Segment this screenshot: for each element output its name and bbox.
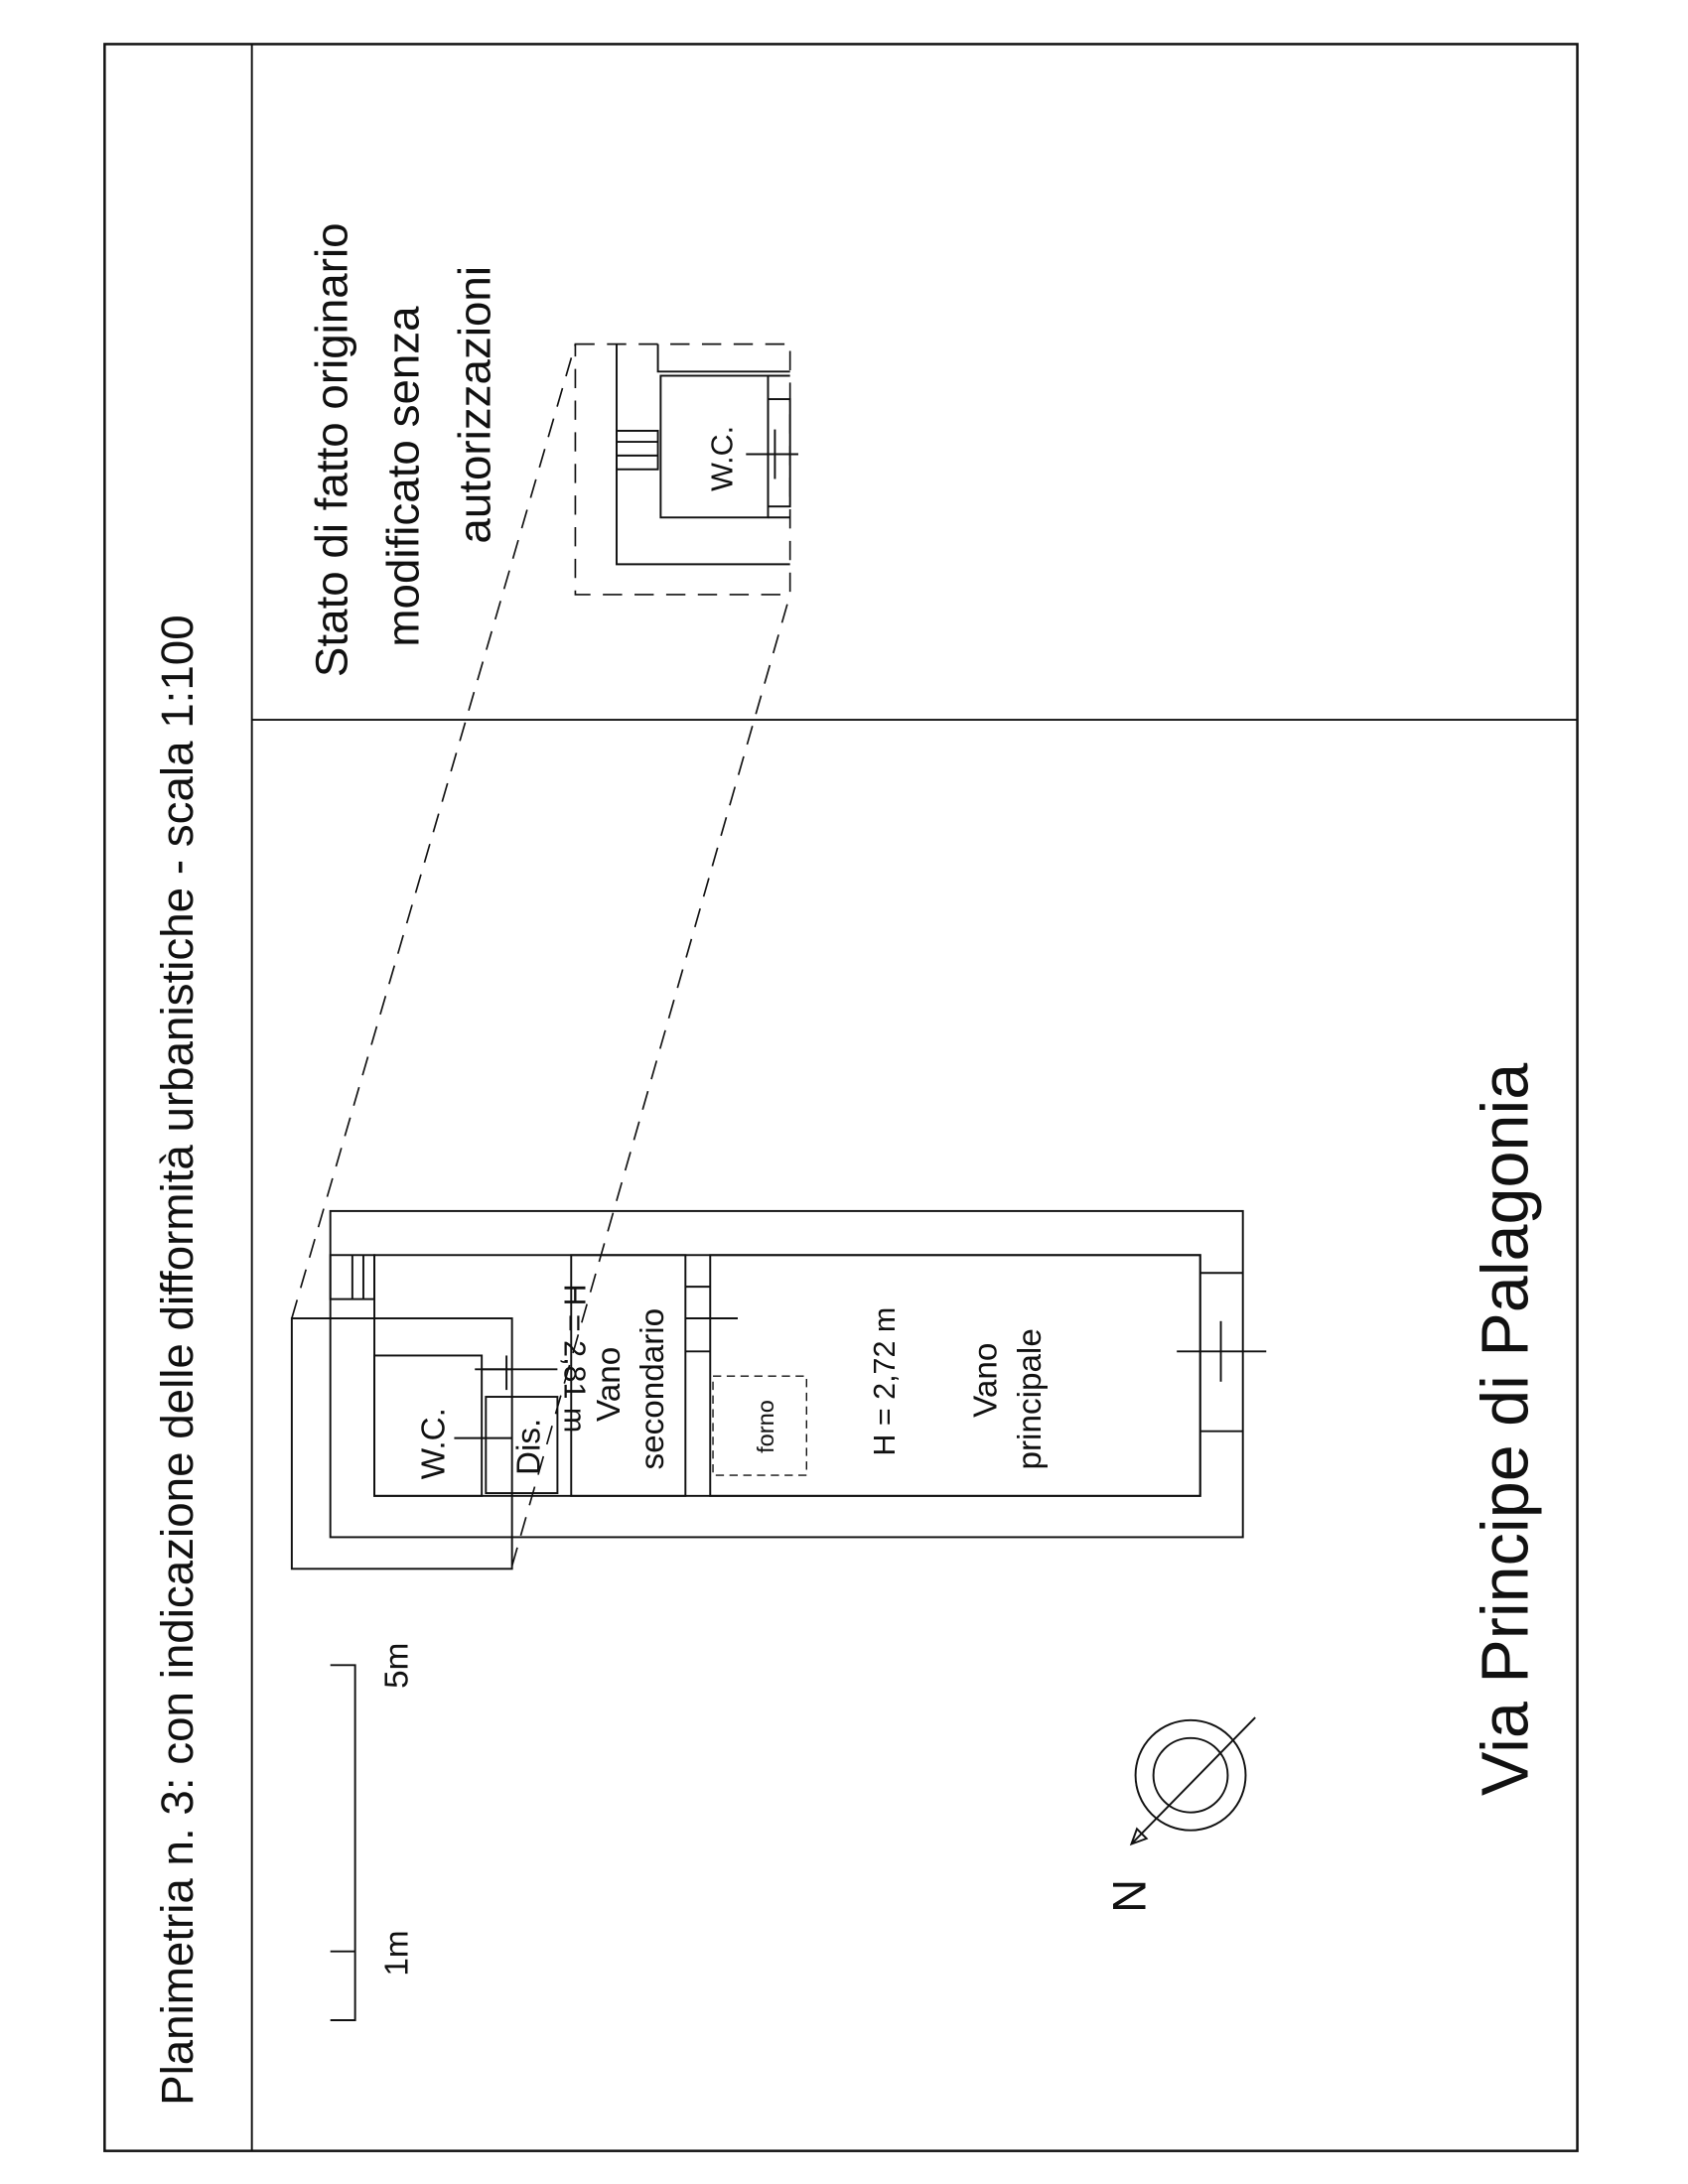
dis-label: Dis. <box>510 1419 547 1475</box>
inset-door-frame <box>767 398 791 508</box>
north-label: N <box>1102 1879 1155 1913</box>
street-name: Via Principe di Palagonia <box>1470 1063 1543 1796</box>
inset-wall-outer <box>616 343 790 566</box>
dis-room <box>485 1396 559 1495</box>
inset-window <box>616 429 659 471</box>
scale-label-5m: 5m <box>378 1643 415 1689</box>
vano-principale-line-2: principale <box>1012 1328 1049 1469</box>
north-outer-circle <box>1134 1718 1247 1832</box>
forno-label: forno <box>753 1400 778 1453</box>
unauthorized-area-hatch <box>290 1317 513 1570</box>
inset-detail: W.C. <box>574 342 798 596</box>
inset-wc-label: W.C. <box>705 426 739 491</box>
vano-principale-room <box>709 1254 1201 1497</box>
drawing-title: Planimetria n. 3: con indicazione delle … <box>152 614 203 2106</box>
note-line-3: autorizzazioni <box>449 266 499 544</box>
vano-secondario-line-2: secondario <box>634 1308 671 1470</box>
scale-bar-line <box>330 1664 356 2021</box>
scale-label-1m: 1m <box>378 1930 415 1976</box>
north-arrow: N <box>1102 1716 1256 1913</box>
vano-principale-line-1: Vano <box>968 1343 1005 1418</box>
inset-dashed-outline <box>574 342 791 596</box>
note-line-1: Stato di fatto originario <box>306 222 356 677</box>
inset-wall-inner <box>656 343 790 373</box>
north-arrow-head <box>1129 1827 1149 1846</box>
north-arrow-shaft <box>1130 1716 1256 1845</box>
height-secondary-label: H = 2,81 m <box>557 1284 591 1433</box>
sheet-frame <box>103 43 1579 2152</box>
vano-secondario-room <box>570 1254 687 1497</box>
projection-line-left <box>291 343 577 1319</box>
inset-note: Stato di fatto originario modificato sen… <box>306 222 499 677</box>
wc-room <box>373 1354 484 1497</box>
outer-wall <box>329 1209 1244 1539</box>
height-principal-label: H = 2,72 m <box>868 1307 902 1456</box>
projection-lines <box>291 343 791 1567</box>
floor-plan: W.C. Dis. Vano secondario H = 2,81 m for… <box>290 1209 1267 1570</box>
scale-bar: 1m 5m <box>330 1643 415 2021</box>
forno-outline <box>712 1375 807 1476</box>
vano-secondario-line-1: Vano <box>591 1347 628 1422</box>
note-line-2: modificato senza <box>377 306 428 647</box>
wc-label: W.C. <box>416 1408 453 1479</box>
north-inner-circle <box>1152 1736 1229 1814</box>
